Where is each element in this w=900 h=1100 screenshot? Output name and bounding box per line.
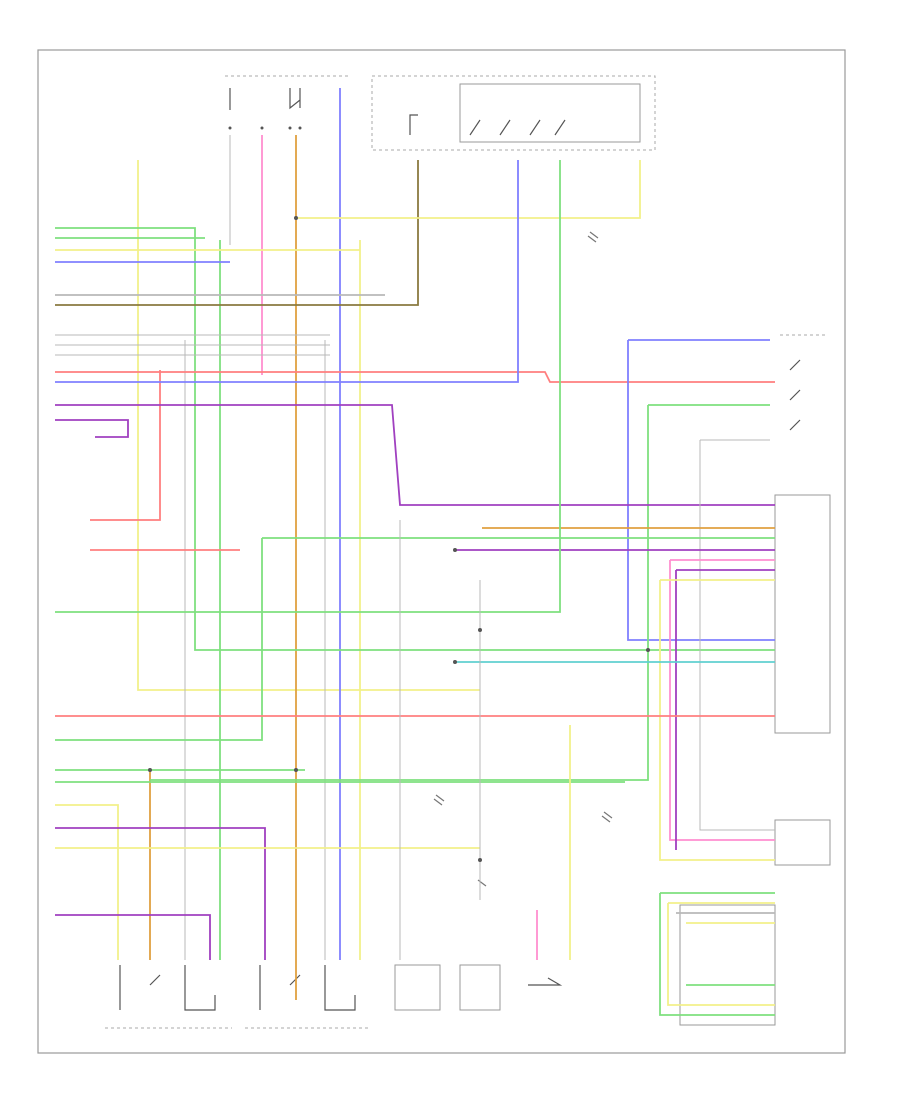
ground-symbols	[433, 231, 613, 887]
right-connector-block	[774, 494, 831, 734]
wire-harness	[55, 88, 775, 1016]
bottom-right-sensor-box	[679, 904, 776, 1026]
top-left-switch-group	[225, 75, 350, 130]
diagram-border	[37, 49, 846, 1054]
right-top-switch-box	[780, 334, 828, 431]
right-lower-connector	[774, 819, 831, 866]
bottom-switch-groups	[105, 964, 563, 1029]
top-right-module-box	[371, 75, 656, 151]
junction-dots	[148, 216, 650, 862]
